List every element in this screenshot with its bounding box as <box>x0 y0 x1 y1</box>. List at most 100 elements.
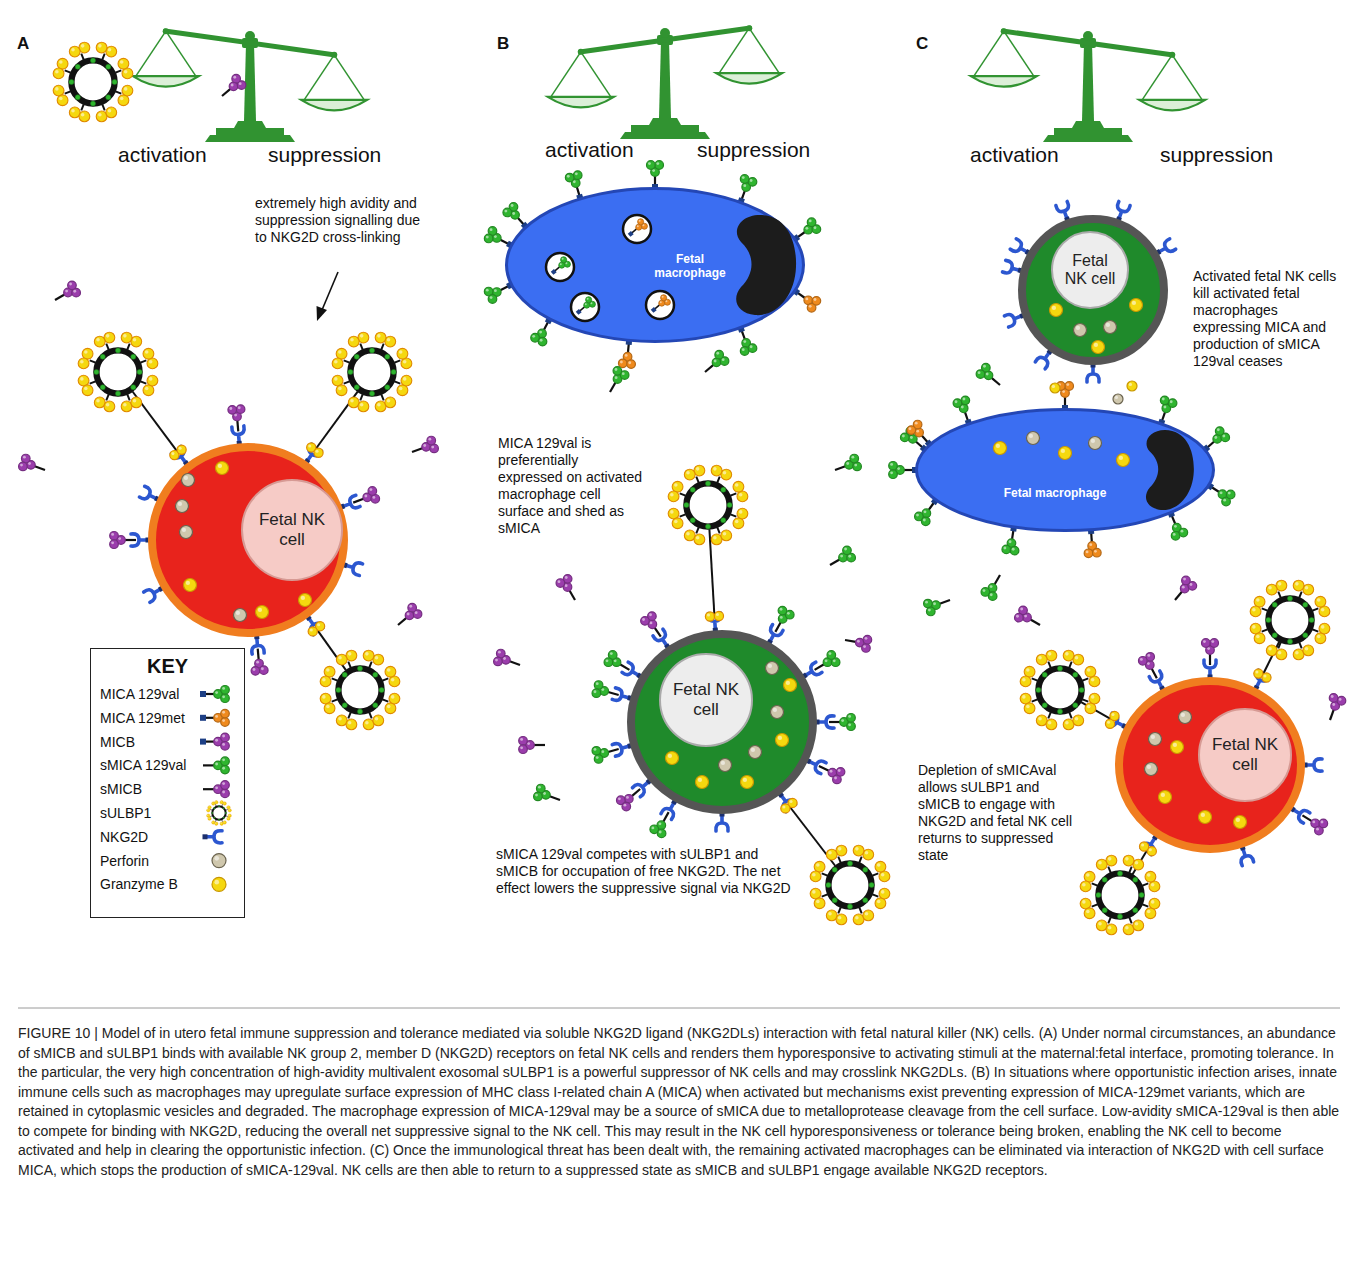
cell-body <box>768 664 772 668</box>
exosome-sulbp1 <box>859 907 861 913</box>
exosome-sulbp1 <box>229 809 230 810</box>
cell-label: Fetal macrophage <box>985 487 1125 501</box>
exosome-sulbp1 <box>879 888 890 899</box>
exosome-sulbp1 <box>1272 602 1277 607</box>
ligand-glyph <box>222 767 225 770</box>
ligand-glyph <box>737 325 757 355</box>
balance-scale <box>620 132 710 139</box>
exosome-sulbp1 <box>735 483 739 487</box>
exosome-sulbp1 <box>360 334 364 338</box>
ligand-glyph <box>1002 525 1019 555</box>
exosome-sulbp1 <box>208 818 209 819</box>
ligand-glyph <box>567 175 570 178</box>
cell-body <box>736 215 796 315</box>
exosome-sulbp1 <box>147 375 158 386</box>
exosome-sulbp1 <box>690 487 695 492</box>
exosome-sulbp1 <box>403 377 407 381</box>
exosome-sulbp1 <box>1020 676 1031 687</box>
exosome-sulbp1 <box>133 399 137 403</box>
cell-body <box>1132 301 1136 305</box>
exosome-sulbp1 <box>680 493 686 495</box>
ligand-glyph <box>608 692 619 695</box>
nkg2d-receptor <box>1004 315 1022 328</box>
exosome-sulbp1 <box>322 695 326 699</box>
ligand-glyph <box>1228 492 1231 495</box>
ligand-glyph <box>835 466 845 470</box>
exosome-sulbp1 <box>1048 712 1050 718</box>
cell-body <box>1147 765 1151 769</box>
ligand-glyph <box>844 548 847 551</box>
exosome-sulbp1 <box>98 44 102 48</box>
exosome-sulbp1 <box>332 358 343 369</box>
exosome-sulbp1 <box>334 377 338 381</box>
exosome-sulbp1 <box>1129 917 1131 923</box>
exosome-link <box>1149 848 1152 851</box>
ligand-glyph <box>650 812 669 838</box>
cell-body <box>1119 456 1123 460</box>
ligand-glyph <box>1024 615 1027 618</box>
exosome-sulbp1 <box>120 60 124 64</box>
cell-body <box>1089 437 1102 450</box>
exosome-sulbp1 <box>1087 668 1091 672</box>
exosome-sulbp1 <box>106 344 108 350</box>
cell-body <box>1199 709 1291 801</box>
cell-body <box>234 609 247 622</box>
ligand-glyph <box>594 681 603 690</box>
exosome-sulbp1 <box>78 332 158 412</box>
ligand-glyph <box>921 517 930 526</box>
ligand-glyph <box>1015 606 1040 625</box>
ligand-glyph <box>565 262 567 264</box>
exosome-sulbp1 <box>213 817 215 819</box>
ligand-glyph <box>1012 548 1015 551</box>
exosome-sulbp1 <box>226 815 228 817</box>
cell-body <box>1161 793 1165 797</box>
ligand-glyph <box>111 533 114 536</box>
ligand-glyph <box>259 666 268 675</box>
ligand-glyph <box>215 786 218 789</box>
cell-body <box>242 480 342 580</box>
cell-body <box>741 776 754 789</box>
legend-sample <box>212 877 226 891</box>
ligand-glyph <box>519 745 528 754</box>
cell-label: Fetal NK cell <box>670 680 742 719</box>
cell-body <box>917 410 1214 531</box>
exosome-sulbp1 <box>814 898 825 909</box>
ligand-glyph <box>840 555 843 558</box>
exosome-sulbp1 <box>212 806 225 819</box>
cell-body <box>1151 735 1155 739</box>
exosome-link <box>1107 721 1110 724</box>
exosome-sulbp1 <box>365 652 369 656</box>
ligand-glyph <box>558 580 561 583</box>
exosome-sulbp1 <box>694 534 705 545</box>
cell-body <box>1201 813 1205 817</box>
exosome-sulbp1 <box>1075 717 1079 721</box>
balance-scale <box>245 31 255 41</box>
ligand-glyph <box>995 575 1001 585</box>
ligand-glyph <box>222 791 225 794</box>
ligand-glyph <box>1319 819 1328 828</box>
exosome-sulbp1 <box>1091 678 1095 682</box>
ligand-glyph <box>504 210 507 213</box>
cell-body <box>771 706 784 719</box>
ligand-glyph <box>748 344 757 353</box>
cell-body <box>1236 818 1240 822</box>
ligand-glyph <box>1175 576 1197 600</box>
exosome-sulbp1 <box>1262 608 1268 610</box>
exosome-sulbp1 <box>1125 857 1129 861</box>
ligand-glyph <box>596 756 599 759</box>
ligand-glyph <box>663 812 668 822</box>
balance-scale <box>1083 31 1093 41</box>
ligand-glyph <box>55 295 65 301</box>
exosome-sulbp1 <box>350 399 354 403</box>
ligand-glyph <box>940 600 950 604</box>
exosome-sulbp1 <box>342 703 347 708</box>
exosome-sulbp1 <box>322 678 326 682</box>
ligand-glyph <box>19 454 45 470</box>
exosome-sulbp1 <box>354 354 359 359</box>
exosome-sulbp1 <box>102 54 104 60</box>
cell-label: Fetal NK cell <box>256 510 328 549</box>
exosome-sulbp1 <box>381 394 383 400</box>
ligand-glyph <box>625 354 628 357</box>
nkg2d-receptor <box>205 831 222 843</box>
ligand-glyph <box>23 456 26 459</box>
